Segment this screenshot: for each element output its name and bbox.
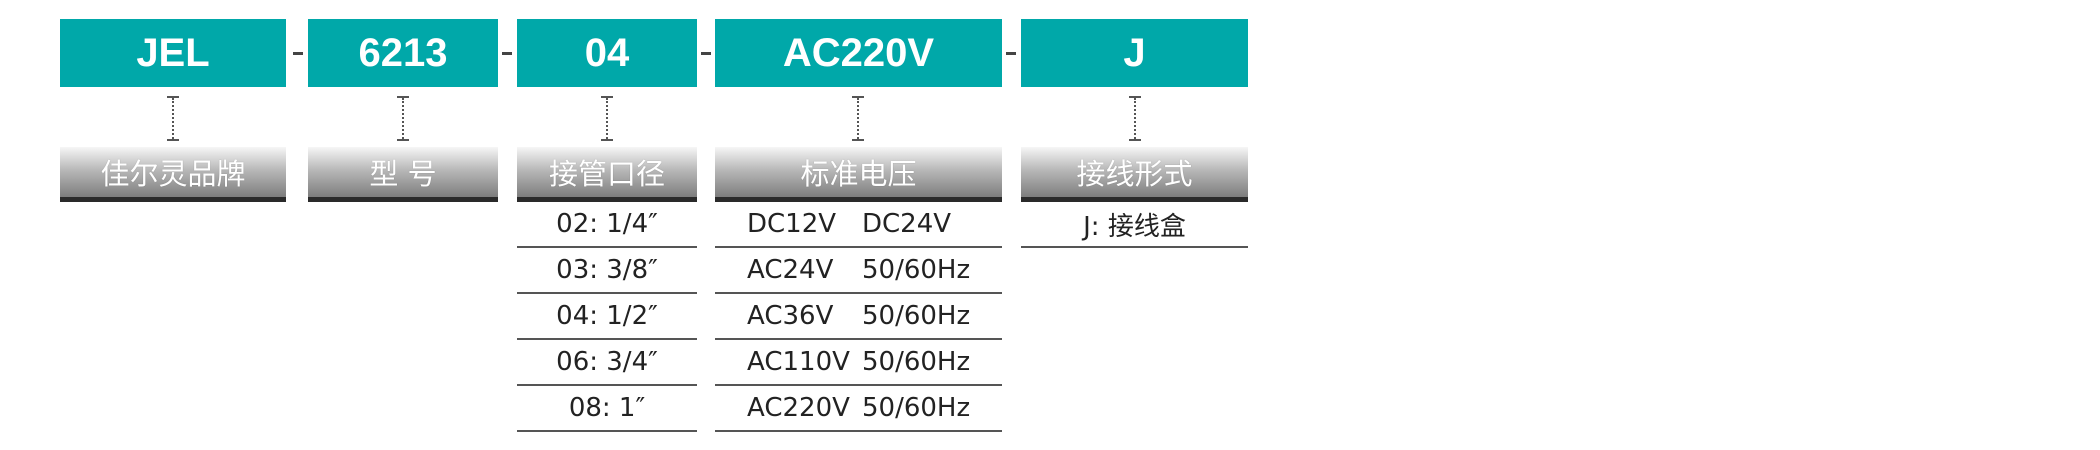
connector-model [397,96,409,141]
voltage-options-list: DC12V DC24V AC24V 50/60Hz AC36V 50/60Hz … [715,202,1002,432]
voltage-frequency: 50/60Hz [862,393,971,423]
label-pipe-text: 接管口径 [548,157,665,191]
pipe-option-row: 06: 3/4″ [517,340,697,386]
voltage-option-row: DC12V DC24V [715,202,1002,248]
pipe-option-text: 06: 3/4″ [556,347,658,377]
voltage-value: AC24V [747,255,834,285]
pipe-option-row: 04: 1/2″ [517,294,697,340]
separator-dash-2 [502,52,512,55]
voltage-option-row: AC220V 50/60Hz [715,386,1002,432]
pipe-option-text: 08: 1″ [568,393,646,423]
code-voltage-box: AC220V [715,19,1002,87]
pipe-option-text: 02: 1/4″ [556,209,658,239]
separator-dash-4 [1006,52,1016,55]
code-brand-text: JEL [136,30,210,75]
voltage-frequency: 50/60Hz [862,301,971,331]
code-brand-box: JEL [60,19,286,87]
connector-voltage [852,96,864,141]
voltage-option-row: AC110V 50/60Hz [715,340,1002,386]
label-model: 型 号 [308,147,498,202]
connector-pipe [601,96,613,141]
code-wiring-text: J [1123,30,1146,75]
pipe-option-row: 02: 1/4″ [517,202,697,248]
label-brand-text: 佳尔灵品牌 [100,157,246,191]
pipe-options-list: 02: 1/4″ 03: 3/8″ 04: 1/2″ 06: 3/4″ 08: … [517,202,697,432]
connector-brand [167,96,179,141]
code-pipe-box: 04 [517,19,697,87]
voltage-value: DC12V [747,209,837,239]
separator-dash-1 [293,52,303,55]
label-voltage: 标准电压 [715,147,1002,202]
code-model-text: 6213 [358,30,448,75]
label-voltage-text: 标准电压 [800,157,917,191]
voltage-frequency: 50/60Hz [862,347,971,377]
pipe-option-row: 03: 3/8″ [517,248,697,294]
separator-dash-3 [701,52,711,55]
wiring-options-list: J: 接线盒 [1021,202,1248,248]
label-pipe: 接管口径 [517,147,697,202]
voltage-frequency: DC24V [862,209,952,239]
pipe-option-text: 03: 3/8″ [556,255,658,285]
label-model-text: 型 号 [369,157,437,191]
voltage-option-row: AC36V 50/60Hz [715,294,1002,340]
label-brand: 佳尔灵品牌 [60,147,286,202]
voltage-option-row: AC24V 50/60Hz [715,248,1002,294]
label-wiring: 接线形式 [1021,147,1248,202]
voltage-value: AC110V [747,347,850,377]
wiring-option-row: J: 接线盒 [1021,202,1248,248]
code-voltage-text: AC220V [782,30,935,75]
connector-wiring [1129,96,1141,141]
pipe-option-row: 08: 1″ [517,386,697,432]
code-pipe-text: 04 [584,30,630,75]
wiring-option-text: J: 接线盒 [1083,211,1186,242]
voltage-value: AC36V [747,301,834,331]
code-wiring-box: J [1021,19,1248,87]
pipe-option-text: 04: 1/2″ [556,301,658,331]
label-wiring-text: 接线形式 [1076,157,1193,191]
voltage-frequency: 50/60Hz [862,255,971,285]
code-model-box: 6213 [308,19,498,87]
voltage-value: AC220V [747,393,850,423]
